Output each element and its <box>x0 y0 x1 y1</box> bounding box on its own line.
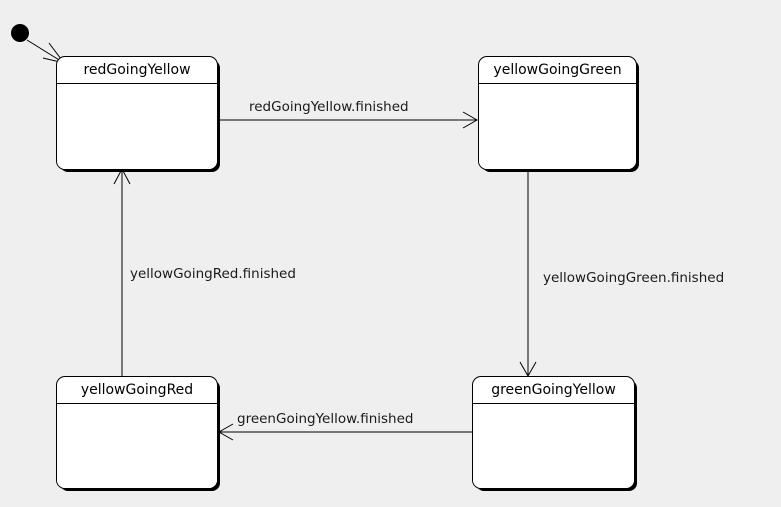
state-title-yellowGoingGreen: yellowGoingGreen <box>479 57 636 84</box>
transition-yellowGoingGreen-to-greenGoingYellow <box>519 170 537 378</box>
state-greenGoingYellow[interactable]: greenGoingYellow <box>472 376 635 489</box>
state-title-yellowGoingRed: yellowGoingRed <box>57 377 217 404</box>
transition-label-greenGoingYellow-finished: greenGoingYellow.finished <box>237 411 414 427</box>
state-body-yellowGoingRed <box>57 404 217 488</box>
transition-label-yellowGoingGreen-finished: yellowGoingGreen.finished <box>543 270 725 286</box>
transition-yellowGoingRed-to-redGoingYellow <box>113 167 131 376</box>
transition-label-yellowGoingRed-finished: yellowGoingRed.finished <box>130 266 296 282</box>
state-title-greenGoingYellow: greenGoingYellow <box>473 377 634 404</box>
state-title-redGoingYellow: redGoingYellow <box>57 57 217 84</box>
state-body-redGoingYellow <box>57 84 217 169</box>
state-redGoingYellow[interactable]: redGoingYellow <box>56 56 218 170</box>
transition-redGoingYellow-to-yellowGoingGreen <box>218 111 479 129</box>
state-body-greenGoingYellow <box>473 404 634 488</box>
transition-label-redGoingYellow-finished: redGoingYellow.finished <box>249 99 409 115</box>
state-yellowGoingRed[interactable]: yellowGoingRed <box>56 376 218 489</box>
initial-state-marker <box>11 24 29 42</box>
state-yellowGoingGreen[interactable]: yellowGoingGreen <box>478 56 637 170</box>
transition-greenGoingYellow-to-yellowGoingRed <box>217 423 472 441</box>
state-body-yellowGoingGreen <box>479 84 636 169</box>
